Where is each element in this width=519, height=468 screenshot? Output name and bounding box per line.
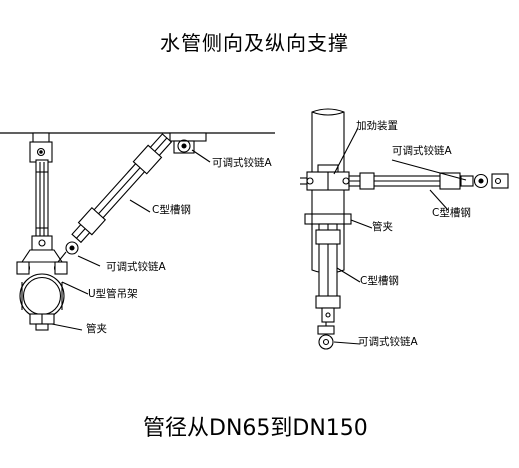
brace-ceiling-bracket [169,132,207,142]
pipe-size-range-caption: 管径从DN65到DN150 [143,416,368,441]
label-left-adjustable-hinge-top: 可调式铰链A [212,157,272,169]
label-right-adjustable-hinge-top: 可调式铰链A [392,145,452,157]
label-right-c-channel-upper: C型槽钢 [432,207,471,219]
label-left-c-channel: C型槽钢 [152,204,191,216]
u-hanger-body [20,249,64,263]
bottom-eye [318,334,334,350]
pipe-cross-section [19,273,65,319]
drawing-title: 水管侧向及纵向支撑 [160,31,349,55]
label-left-u-pipe-hanger: U型管吊架 [88,288,138,300]
left-view [0,132,275,331]
label-right-adjustable-hinge-bottom: 可调式铰链A [358,336,418,348]
label-left-pipe-clamp: 管夹 [86,323,107,335]
label-left-adjustable-hinge-mid: 可调式铰链A [106,261,166,273]
label-right-c-channel-lower: C型槽钢 [360,275,399,287]
diagonal-c-channel [71,133,173,244]
label-right-reinforcement: 加劲装置 [356,120,398,132]
right-view [300,108,509,350]
label-right-pipe-clamp: 管夹 [372,221,393,233]
